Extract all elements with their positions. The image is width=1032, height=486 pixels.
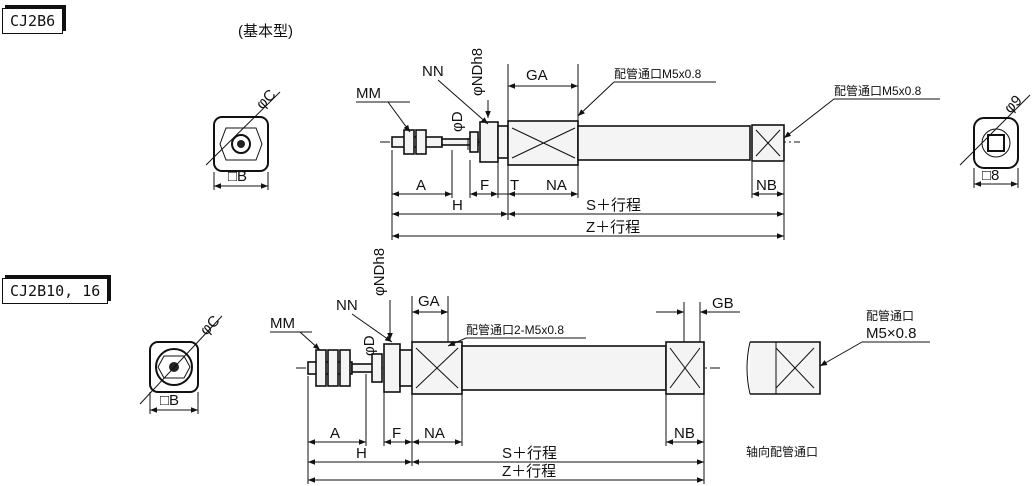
bottom-f-label: F bbox=[392, 425, 401, 442]
top-ga-label: GA bbox=[526, 67, 548, 84]
top-square-8-label: □8 bbox=[982, 167, 999, 184]
bottom-axial-port-caption: 轴向配管通口 bbox=[746, 444, 818, 459]
bottom-a-label: A bbox=[330, 425, 340, 442]
top-f-label: F bbox=[480, 177, 489, 194]
bottom-s-stroke-label: S＋行程 bbox=[502, 445, 557, 462]
top-t-label: T bbox=[510, 177, 519, 194]
bottom-cylinder-side-view bbox=[296, 341, 720, 395]
type-label: (基本型) bbox=[238, 23, 293, 40]
top-phi-9-label: φ9 bbox=[1001, 92, 1026, 117]
bottom-ga-label: GA bbox=[418, 293, 440, 310]
bottom-phi-c-label: φC bbox=[197, 312, 224, 339]
bottom-axial-port-label-2: M5×0.8 bbox=[866, 325, 916, 342]
top-phi-c-label: φC bbox=[253, 86, 280, 113]
top-left-end-view bbox=[205, 91, 281, 190]
bottom-z-stroke-label: Z＋行程 bbox=[502, 463, 556, 480]
bottom-gb-label: GB bbox=[712, 295, 734, 312]
top-right-end-view bbox=[959, 94, 1031, 188]
top-mm-label: MM bbox=[356, 85, 381, 102]
bottom-port-label: 配管通口2-M5x0.8 bbox=[466, 322, 564, 337]
bottom-phi-nd-label: φNDh8 bbox=[371, 248, 388, 296]
top-nb-label: NB bbox=[756, 177, 777, 194]
top-z-stroke-label: Z＋行程 bbox=[586, 219, 640, 236]
bottom-square-b-label: □B bbox=[160, 392, 179, 409]
model-tag-bottom-label: CJ2B10, 16 bbox=[10, 282, 101, 300]
top-s-stroke-label: S＋行程 bbox=[586, 197, 641, 214]
top-nn-label: NN bbox=[422, 63, 444, 80]
bottom-na-label: NA bbox=[424, 425, 445, 442]
top-cylinder-side-view bbox=[380, 120, 800, 166]
top-square-b-label: □B bbox=[228, 168, 247, 185]
top-na-label: NA bbox=[546, 177, 567, 194]
top-h-label: H bbox=[452, 197, 463, 214]
top-dimensions bbox=[391, 150, 785, 240]
top-port-1-label: 配管通口M5x0.8 bbox=[614, 66, 702, 81]
model-tag-bottom: CJ2B10, 16 bbox=[2, 278, 109, 304]
bottom-mm-label: MM bbox=[270, 315, 295, 332]
bottom-h-label: H bbox=[356, 445, 367, 462]
top-phi-d-label: φD bbox=[449, 111, 466, 132]
top-port-2-label: 配管通口M5x0.8 bbox=[834, 83, 922, 98]
bottom-nn-label: NN bbox=[336, 297, 358, 314]
bottom-axial-port-detail bbox=[746, 341, 821, 395]
bottom-nb-label: NB bbox=[674, 425, 695, 442]
bottom-phi-d-label: φD bbox=[361, 335, 378, 356]
model-tag-top: CJ2B6 bbox=[2, 8, 64, 34]
bottom-dimensions bbox=[307, 374, 705, 484]
top-phi-nd-label: φNDh8 bbox=[469, 48, 486, 96]
bottom-left-end-view bbox=[139, 315, 223, 414]
top-a-label: A bbox=[416, 177, 426, 194]
model-tag-top-label: CJ2B6 bbox=[10, 12, 56, 30]
bottom-axial-port-label-1: 配管通口 bbox=[866, 308, 914, 323]
